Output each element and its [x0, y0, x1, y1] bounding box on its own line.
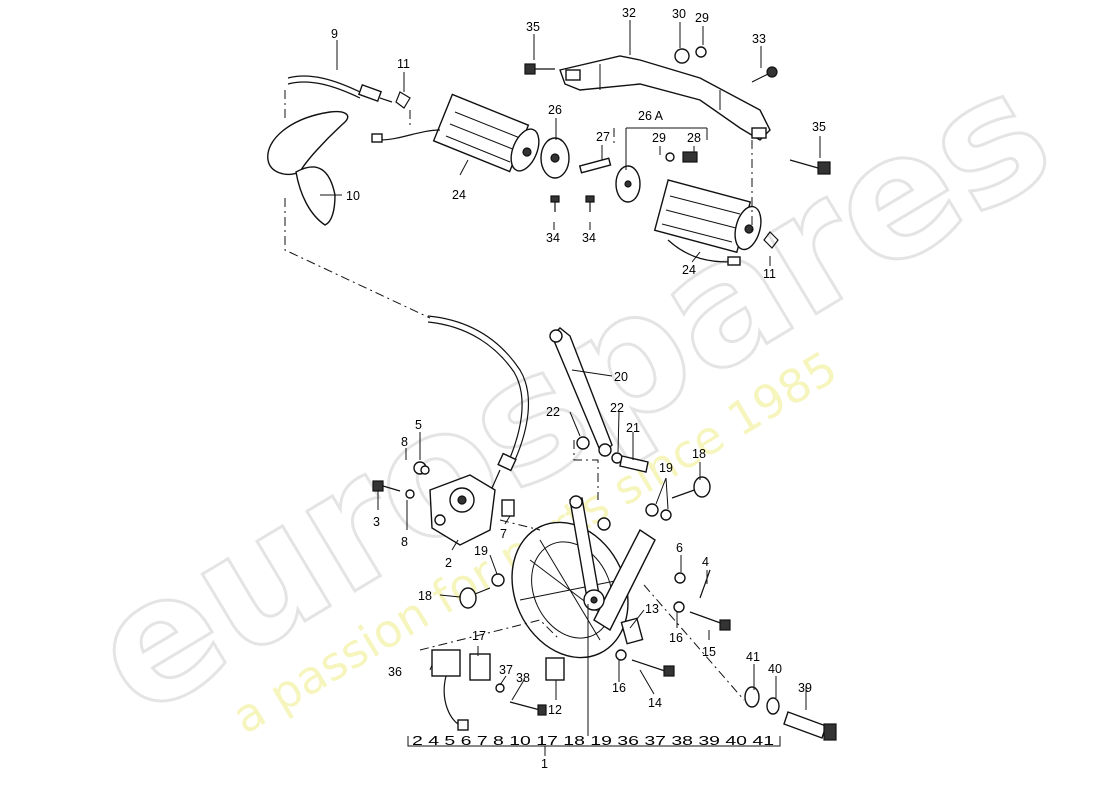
bracket-32 — [559, 55, 771, 141]
clip-11-upper — [395, 91, 411, 109]
callout-35-right: 35 — [812, 120, 826, 134]
callout-11-upper: 11 — [397, 57, 410, 71]
callout-14: 14 — [648, 696, 662, 710]
bolt-14-washer-16 — [615, 649, 675, 677]
lever-20 — [549, 327, 613, 457]
callout-1: 1 — [541, 757, 548, 771]
nuts-19-upper — [645, 503, 672, 521]
callout-19-upper: 19 — [659, 461, 673, 475]
coupling-26a — [615, 165, 641, 203]
nut-5-washer-8 — [413, 461, 430, 475]
callout-5: 5 — [415, 418, 422, 432]
callout-30: 30 — [672, 7, 686, 21]
knob-18-upper — [671, 476, 711, 499]
circlip-41-washer-40-bolt-39 — [744, 686, 837, 741]
callout-2: 2 — [445, 556, 452, 570]
callout-29-upper: 29 — [695, 11, 709, 25]
callout-38: 38 — [516, 671, 530, 685]
washer-19-nut-lower — [491, 573, 505, 587]
callout-3: 3 — [373, 515, 380, 529]
callout-19-lower: 19 — [474, 544, 488, 558]
callout-37: 37 — [499, 663, 513, 677]
spacer-12 — [545, 657, 565, 681]
pin-27 — [578, 157, 612, 174]
callout-39: 39 — [798, 681, 812, 695]
callout-9: 9 — [331, 27, 338, 41]
callout-33: 33 — [752, 32, 766, 46]
callout-13: 13 — [645, 602, 659, 616]
callout-18-upper: 18 — [692, 447, 706, 461]
bolt-35-upper — [524, 63, 555, 75]
callout-27: 27 — [596, 130, 610, 144]
motor-24-lower — [653, 179, 762, 266]
bolt-3-washer-8 — [372, 480, 415, 499]
cable-assembly-upper — [287, 75, 393, 103]
cable-9-long — [427, 315, 530, 489]
callout-12: 12 — [548, 703, 562, 717]
callout-20: 20 — [614, 370, 628, 384]
bushing-7 — [501, 499, 515, 517]
callout-22-right: 22 — [610, 401, 624, 415]
callout-16-right: 16 — [669, 631, 683, 645]
bolt-35-right — [789, 159, 831, 175]
callout-17: 17 — [472, 629, 486, 643]
motor-24-upper — [371, 93, 540, 173]
bushing-13 — [620, 617, 644, 645]
callout-34-left: 34 — [546, 231, 560, 245]
coupling-26 — [540, 137, 570, 179]
switch-36-17 — [431, 649, 547, 731]
cover-part-10 — [267, 110, 349, 226]
callout-8-lower: 8 — [401, 535, 408, 549]
callout-21: 21 — [626, 421, 640, 435]
callout-22-left: 22 — [546, 405, 560, 419]
callout-40: 40 — [768, 662, 782, 676]
callout-18-lower: 18 — [418, 589, 432, 603]
nut-30-washer-29 — [674, 46, 707, 64]
callout-41: 41 — [746, 650, 760, 664]
callout-26: 26 — [548, 103, 562, 117]
knob-18-lower — [459, 587, 491, 609]
callout-8-upper: 8 — [401, 435, 408, 449]
callout-16-lower: 16 — [612, 681, 626, 695]
callout-29-mid: 29 — [652, 131, 666, 145]
stud-33 — [751, 66, 778, 83]
callout-6: 6 — [676, 541, 683, 555]
clip-11-lower — [763, 231, 779, 249]
callout-labels: 9 11 10 24 35 32 30 29 33 26 26 A 27 29 … — [331, 6, 826, 771]
callout-15: 15 — [702, 645, 716, 659]
bolt-21 — [619, 455, 649, 473]
kit-contents-row: 2 4 5 6 7 8 10 17 18 19 36 37 38 39 40 4… — [412, 734, 774, 748]
bolts-4-15-washers-6-16 — [673, 569, 731, 631]
callout-4: 4 — [702, 555, 709, 569]
callout-28: 28 — [687, 131, 701, 145]
callout-24-upper: 24 — [452, 188, 466, 202]
actuator-2 — [429, 474, 496, 546]
callout-35-upper: 35 — [526, 20, 540, 34]
callout-7: 7 — [500, 527, 507, 541]
washer-29-bolt-28 — [665, 151, 698, 163]
screws-34 — [550, 195, 595, 212]
callout-36: 36 — [388, 665, 402, 679]
callout-32: 32 — [622, 6, 636, 20]
leader-lines — [320, 20, 821, 756]
callout-24-lower: 24 — [682, 263, 696, 277]
callout-26a: 26 A — [638, 109, 664, 123]
disc-assembly — [511, 495, 656, 659]
callout-34-right: 34 — [582, 231, 596, 245]
callout-11-lower: 11 — [763, 267, 776, 281]
callout-10: 10 — [346, 189, 360, 203]
